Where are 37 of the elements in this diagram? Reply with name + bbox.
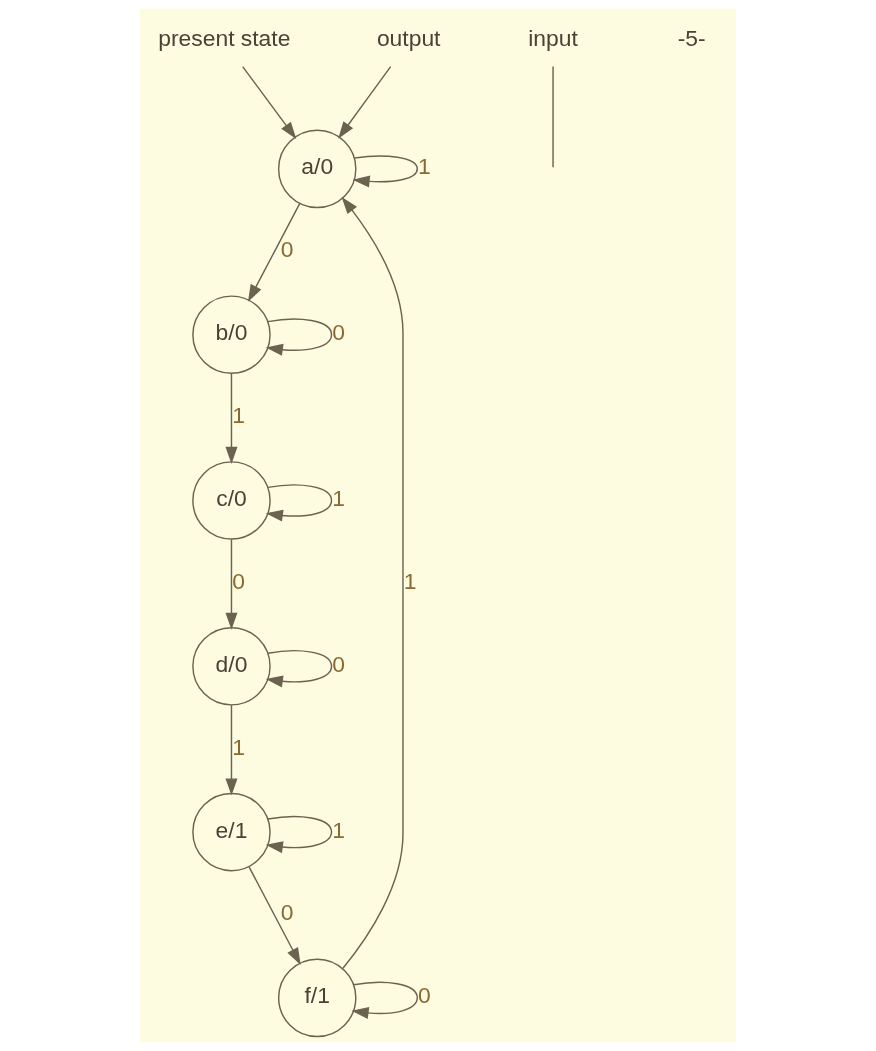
connector (552, 65, 554, 168)
edge-label: 1 (332, 484, 346, 511)
arrow (241, 65, 297, 140)
edge-label: 0 (232, 567, 245, 594)
edge-label: 0 (280, 899, 294, 926)
edge-label: 1 (232, 733, 245, 760)
arrow (351, 981, 418, 1019)
arrow (352, 155, 418, 188)
edge-label: 0 (280, 236, 294, 263)
node-circle: e/1 (192, 792, 271, 872)
node-circle: f/1 (277, 958, 357, 1038)
arrow (338, 65, 392, 139)
edge-label: 1 (232, 402, 245, 429)
node-circle: a/0 (277, 129, 357, 209)
arrow (248, 202, 301, 302)
node-text: output (376, 24, 441, 51)
node-text: input (528, 24, 578, 51)
edge-label: 1 (418, 153, 431, 180)
node-text: present state (158, 24, 291, 51)
node-circle: c/0 (192, 461, 271, 540)
arrow (225, 538, 238, 630)
arrow (265, 318, 333, 356)
edge-label: 1 (332, 816, 346, 843)
arrow (225, 372, 238, 465)
arrow (225, 704, 238, 796)
node-circle: d/0 (192, 626, 271, 706)
edge-label: 0 (332, 319, 346, 346)
arrow (265, 484, 333, 522)
edge-label: 1 (403, 567, 417, 594)
arrow (341, 196, 404, 969)
arrow (265, 650, 333, 688)
node-circle: b/0 (192, 295, 271, 374)
label: -5- (677, 24, 706, 51)
arrow (265, 815, 333, 854)
edge-label: 0 (418, 982, 431, 1009)
edge-label: 0 (332, 650, 346, 677)
arrow (248, 866, 301, 966)
